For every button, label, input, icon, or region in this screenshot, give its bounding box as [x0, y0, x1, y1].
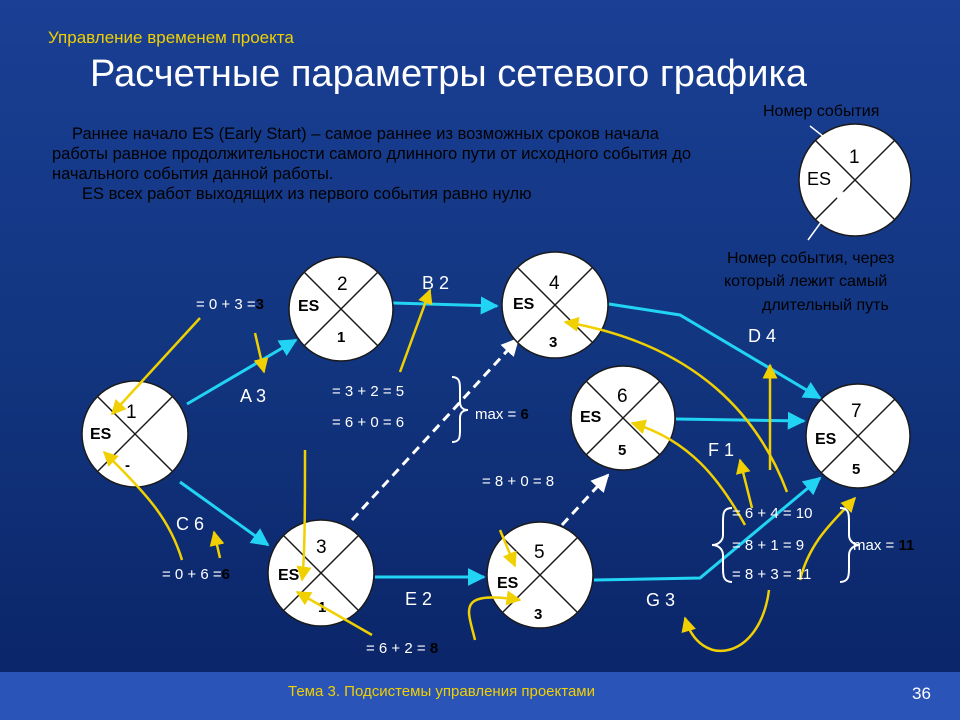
node-pred: 1	[337, 329, 345, 346]
event-node-7: 7 ES 5	[805, 383, 911, 489]
definition-paragraph: Раннее начало ES (Early Start) – самое р…	[52, 125, 692, 183]
calc-es2-result: 3	[255, 296, 264, 313]
calc-es4-a: = 3 + 2 = 5	[332, 383, 405, 400]
legend-path-event-line-3: длительный путь	[762, 297, 889, 314]
legend-path-event-line-1: Номер события, через	[727, 250, 895, 267]
node-es-label: ES	[580, 409, 602, 426]
bracket-es4	[451, 376, 469, 443]
node-es-label: ES	[298, 298, 320, 315]
calc-es3-result: 6	[221, 566, 230, 583]
calc-es7-c: = 8 + 3 = 11	[732, 566, 812, 583]
bracket-es7-left	[711, 507, 733, 583]
node-pred: 5	[618, 442, 626, 459]
node-number: 6	[617, 386, 628, 407]
calc-es6: = 8 + 0 = 8	[482, 473, 555, 490]
calc-es5: = 6 + 2 = 8	[366, 640, 438, 657]
node-es-label: ES	[513, 296, 535, 313]
activity-arrow-a	[186, 338, 298, 406]
event-node-2: 2 ES 1	[288, 256, 394, 362]
calc-es3-expr: = 0 + 6 =	[162, 566, 222, 583]
node-number: 3	[316, 537, 327, 558]
activity-label-g: G 3	[646, 590, 676, 610]
legend-node: 1 ES	[798, 123, 912, 237]
calc-es4-b: = 6 + 0 = 6	[332, 414, 405, 431]
node-es-label: ES	[815, 431, 837, 448]
annotation-arrows	[102, 288, 857, 653]
activity-arrow-f	[675, 411, 806, 430]
event-node-4: 4 ES 3	[501, 251, 609, 359]
node-number: 4	[549, 273, 560, 294]
activity-arrow-c	[179, 480, 270, 547]
calc-es7-max-value: 11	[898, 537, 915, 554]
legend-path-event-line-2: который лежит самый	[724, 273, 888, 290]
calc-es2-expr: = 0 + 3 =	[196, 296, 256, 313]
footer-bar	[0, 672, 960, 720]
section-title: Управление временем проекта	[48, 28, 294, 47]
legend-event-number-label: Номер события	[763, 103, 880, 120]
dummy-arrow-5-6	[560, 473, 610, 527]
event-node-3: 3 ES 1	[267, 519, 375, 627]
calc-es4-max: max = 6	[475, 406, 529, 423]
calc-es2: = 0 + 3 =3	[196, 296, 264, 313]
legend-number: 1	[849, 147, 860, 168]
node-number: 7	[851, 401, 862, 422]
event-node-6: 6 ES 5	[570, 365, 676, 471]
node-es-label: ES	[278, 567, 300, 584]
legend-es: ES	[807, 169, 831, 189]
bracket-es7-right	[839, 507, 861, 583]
footer-topic: Тема 3. Подсистемы управления проектами	[288, 683, 595, 700]
node-pred: 5	[852, 461, 860, 478]
activity-label-b: B 2	[422, 273, 450, 293]
node-pred: 3	[534, 606, 542, 623]
activity-label-a: A 3	[240, 386, 267, 406]
event-node-1: 1 ES -	[81, 380, 189, 488]
calc-es7-b: = 8 + 1 = 9	[732, 537, 805, 554]
activity-label-c: C 6	[176, 514, 205, 534]
activity-label-d: D 4	[748, 326, 777, 346]
calc-es7-a: = 6 + 4 = 10	[732, 505, 813, 522]
activity-label-f: F 1	[708, 440, 735, 460]
node-pred: 3	[549, 334, 557, 351]
activity-label-e: E 2	[405, 589, 433, 609]
page-title: Расчетные параметры сетевого графика	[90, 53, 808, 95]
definition-text: Раннее начало ES (Early Start) – самое р…	[52, 124, 702, 204]
calc-es7-max: max = 11	[853, 537, 914, 554]
activity-arrow-g	[593, 476, 822, 582]
calc-es5-result: 8	[429, 640, 439, 657]
node-pred: -	[125, 457, 130, 474]
node-es-label: ES	[497, 575, 519, 592]
calc-es7-max-label: max =	[853, 537, 899, 554]
node-es-label: ES	[90, 426, 112, 443]
node-number: 5	[534, 542, 545, 563]
activity-arrow-b	[392, 296, 499, 315]
definition-note: ES всех работ выходящих из первого событ…	[82, 185, 532, 203]
node-number: 1	[126, 402, 137, 423]
calc-es3: = 0 + 6 =6	[162, 566, 230, 583]
calc-es5-expr: = 6 + 2 =	[366, 640, 430, 657]
dummy-arrow-3-4	[350, 337, 520, 522]
node-number: 2	[337, 274, 348, 295]
calc-es4-max-label: max =	[475, 406, 521, 423]
calc-es4-max-value: 6	[520, 406, 529, 423]
page-number: 36	[912, 684, 931, 703]
